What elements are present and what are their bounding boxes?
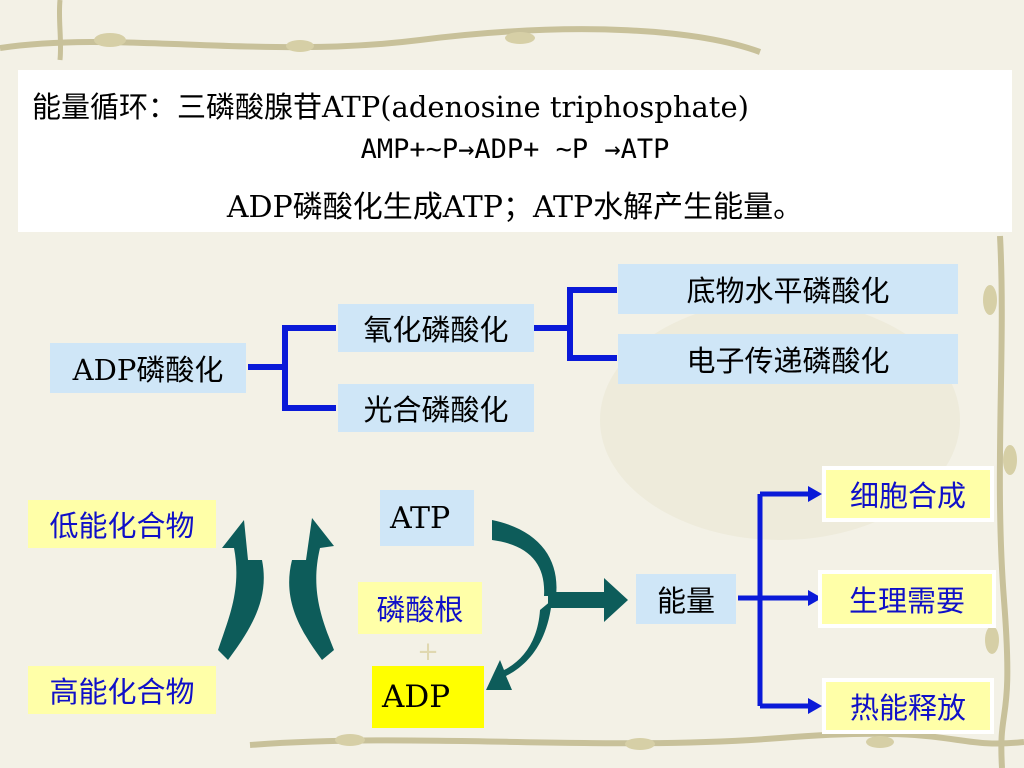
tree-electron-transport-phosphorylation: 电子传递磷酸化	[618, 334, 958, 384]
tree-substrate-level-phosphorylation: 底物水平磷酸化	[618, 264, 958, 314]
high-energy-compound: 高能化合物	[28, 666, 216, 714]
plus-sign: +	[417, 637, 439, 667]
tree-photophosphorylation: 光合磷酸化	[338, 384, 534, 432]
heat-release-box: 热能释放	[826, 682, 990, 730]
energy-box: 能量	[636, 574, 736, 624]
tree-root-adp-phosphorylation: ADP磷酸化	[50, 343, 246, 393]
title-line-2: AMP+~P→ADP+ ~P →ATP	[360, 134, 670, 165]
adp-box: ADP	[372, 666, 484, 728]
title-panel: 能量循环：三磷酸腺苷ATP(adenosine triphosphate) AM…	[18, 70, 1012, 232]
phosphate-box: 磷酸根	[358, 582, 482, 634]
low-energy-compound: 低能化合物	[28, 500, 216, 548]
physiological-need-box: 生理需要	[822, 574, 992, 624]
bottom-vine	[249, 730, 1024, 748]
cell-synthesis-box: 细胞合成	[826, 470, 990, 518]
right-vine	[996, 235, 1011, 768]
atp-box: ATP	[380, 490, 474, 546]
title-line-3: ADP磷酸化生成ATP；ATP水解产生能量。	[226, 190, 804, 225]
tree-oxidative-phosphorylation: 氧化磷酸化	[338, 304, 534, 352]
title-line-1: 能量循环：三磷酸腺苷ATP(adenosine triphosphate)	[32, 90, 749, 124]
top-vine-stem	[56, 0, 64, 61]
